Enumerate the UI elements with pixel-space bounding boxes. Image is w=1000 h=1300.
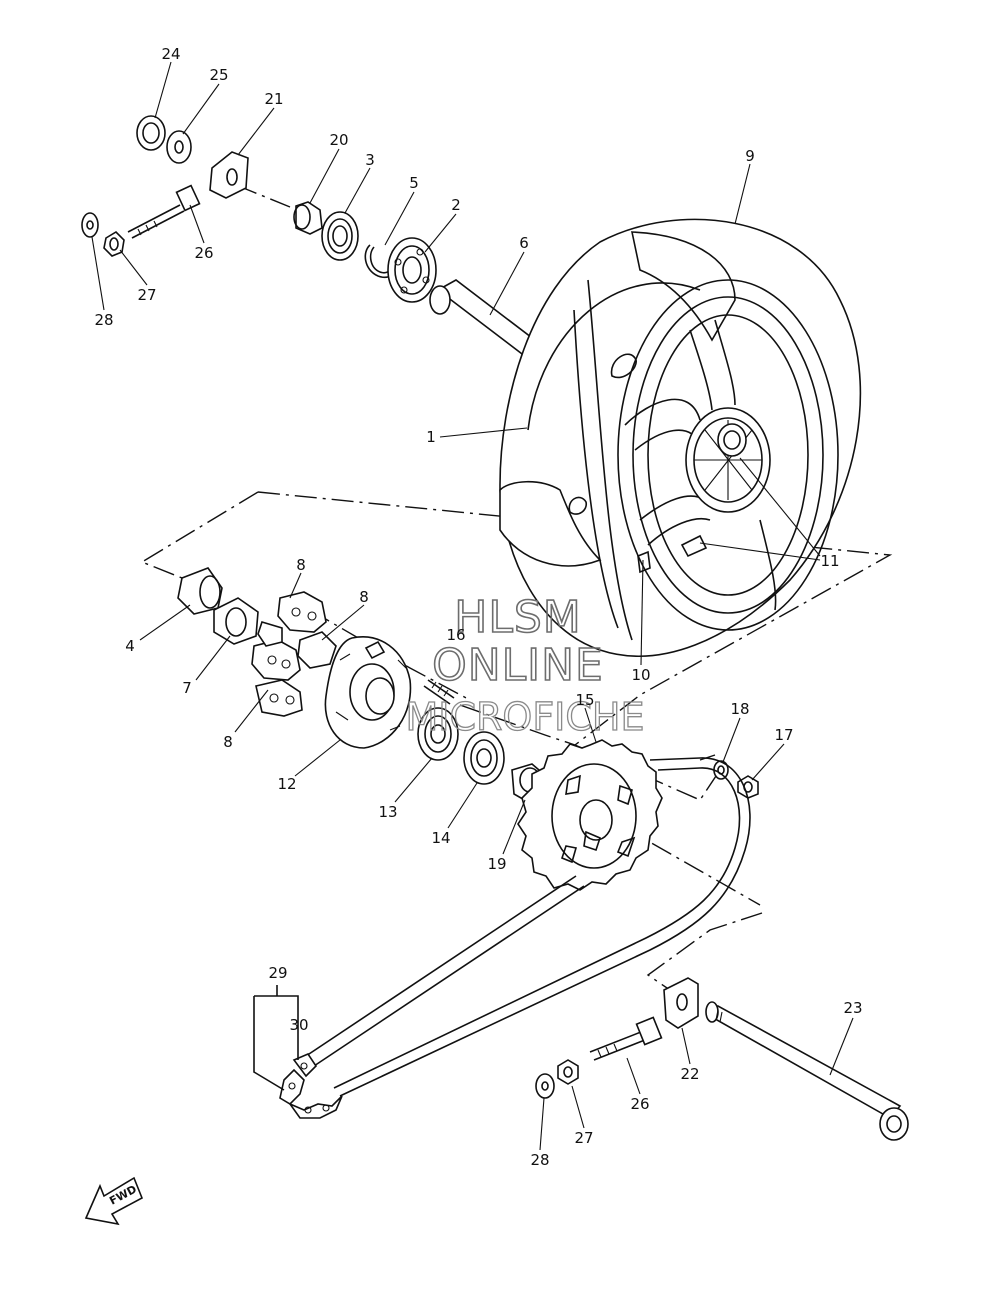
collar-7 (213, 597, 259, 645)
rear-wheel-assembly (499, 218, 862, 657)
callout-8: 8 (359, 588, 369, 606)
callout-17: 17 (774, 726, 793, 744)
nut-27-upper (103, 230, 125, 257)
callout-10: 10 (631, 666, 650, 684)
damper-8 (251, 591, 337, 717)
callout-23: 23 (843, 999, 862, 1017)
callout-28: 28 (94, 311, 113, 329)
callout-16: 16 (446, 626, 465, 644)
bearing-2 (387, 237, 437, 303)
callout-29: 29 (268, 964, 287, 982)
callout-15: 15 (575, 691, 594, 709)
callout-8: 8 (296, 556, 306, 574)
bolt-26-upper (127, 184, 201, 239)
callout-27: 27 (137, 286, 156, 304)
oil-seal-3 (321, 211, 359, 261)
callout-25: 25 (209, 66, 228, 84)
drive-chain-29 (279, 757, 751, 1119)
callout-8: 8 (223, 733, 233, 751)
callout-22: 22 (680, 1065, 699, 1083)
callout-24: 24 (161, 45, 180, 63)
stud-bolt-16 (423, 679, 455, 705)
callout-12: 12 (277, 775, 296, 793)
callout-3: 3 (365, 151, 375, 169)
callout-26: 26 (630, 1095, 649, 1113)
bearing-13 (417, 707, 459, 761)
callout-19: 19 (487, 855, 506, 873)
callout-5: 5 (409, 174, 419, 192)
watermark-line3: MICROFICHE (405, 695, 644, 739)
leader-lines (91, 61, 854, 1151)
wheel-axle-23 (705, 1001, 909, 1141)
callout-30: 30 (289, 1016, 308, 1034)
callout-14: 14 (431, 829, 450, 847)
adjuster-plate-21 (209, 151, 249, 199)
callout-21: 21 (264, 90, 283, 108)
oil-seal-14 (463, 731, 505, 785)
callout-20: 20 (329, 131, 348, 149)
callout-4: 4 (125, 637, 135, 655)
chain-bracket (253, 985, 299, 1091)
sprocket-15 (517, 739, 663, 891)
washer-28-lower (535, 1073, 555, 1099)
watermark-line1: HLSM (454, 592, 582, 643)
callout-1: 1 (426, 428, 436, 446)
callout-27: 27 (574, 1129, 593, 1147)
washer-28-upper (81, 212, 99, 238)
fwd-direction-arrow-icon: FWD (84, 1176, 144, 1226)
callout-11: 11 (820, 552, 839, 570)
callout-28: 28 (530, 1151, 549, 1169)
callout-13: 13 (378, 803, 397, 821)
watermark: HLSM ONLINE MICROFICHE (405, 591, 645, 739)
bolt-26-lower (589, 1016, 663, 1061)
collar-20 (293, 201, 323, 235)
clutch-hub-12 (324, 636, 412, 749)
callout-6: 6 (519, 234, 529, 252)
callout-7: 7 (182, 679, 192, 697)
callout-18: 18 (730, 700, 749, 718)
washer-25 (166, 130, 192, 164)
nut-24 (136, 115, 166, 151)
watermark-line2: ONLINE (432, 640, 604, 691)
callout-2: 2 (451, 196, 461, 214)
adjuster-plate-22 (663, 977, 699, 1029)
callout-26: 26 (194, 244, 213, 262)
bearing-4 (177, 567, 223, 615)
callout-9: 9 (745, 147, 755, 165)
nut-27-lower (557, 1059, 579, 1085)
